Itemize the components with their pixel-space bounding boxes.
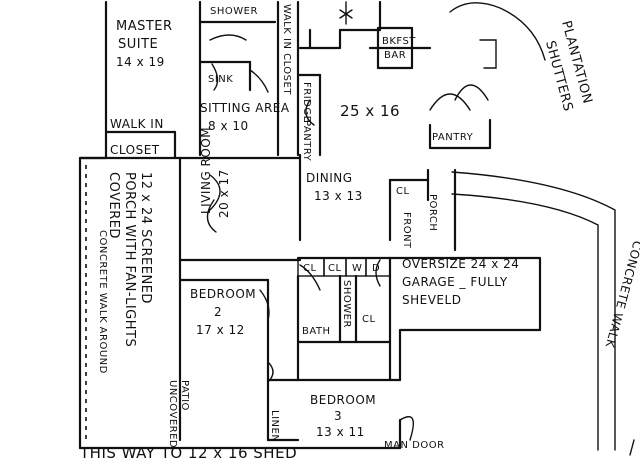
screened-porch-line2: PORCH WITH FAN-LIGHTS (122, 172, 137, 347)
garage-line1: OVERSIZE 24 x 24 (402, 257, 519, 271)
shed-note: THIS WAY TO 12 x 16 SHED (79, 444, 297, 460)
closet-row-d: D (372, 263, 380, 274)
linen-label: LINEN (269, 410, 280, 442)
bedroom2-number: 2 (214, 305, 222, 319)
living-room-label: LIVING ROOM (199, 127, 213, 214)
kitchen-size: 25 x 16 (340, 102, 400, 120)
sitting-area-label: SITTING AREA (200, 101, 290, 115)
screened-porch-line1: 12 x 24 SCREENED (138, 172, 153, 304)
sink-label: SINK (208, 74, 233, 85)
porch-label: PORCH (427, 194, 438, 231)
closet-row-w: W (352, 263, 362, 274)
walk-in-closet-label: WALK IN (110, 117, 164, 131)
shower-label: SHOWER (210, 6, 258, 17)
bath-label: BATH (302, 326, 331, 337)
man-door-label: MAN DOOR (384, 440, 445, 451)
door-swings (206, 1, 635, 456)
walk-in-closet-top-label: WALK IN CLOSET (281, 4, 292, 95)
closet-row-cl-2: CL (328, 263, 342, 274)
garage-line2: GARAGE _ FULLY (402, 275, 508, 289)
closet-row-cl-1: CL (303, 263, 317, 274)
concrete-walk-label: CONCRETE WALK (602, 239, 640, 350)
cl-bath-label: CL (362, 314, 376, 325)
master-suite-label-2: SUITE (118, 37, 158, 52)
garage-line3: SHEVELD (402, 293, 461, 307)
bar-label: BAR (384, 50, 406, 61)
patio-label: PATIO (179, 380, 190, 411)
bedroom3-number: 3 (334, 409, 342, 423)
closet-label: CLOSET (110, 143, 160, 157)
pantry-small-label: PANTRY (301, 120, 312, 162)
room-labels: MASTER SUITE 14 x 19 SHOWER SINK WALK IN… (79, 4, 640, 460)
screened-porch-line3: COVERED (106, 172, 121, 239)
dining-label: DINING (306, 171, 353, 185)
cl-label: CL (396, 186, 410, 197)
bedroom3-label: BEDROOM (310, 393, 376, 407)
walls (78, 0, 542, 450)
sitting-area-size: 8 x 10 (208, 119, 249, 133)
concrete-walk-around-label: CONCRETE WALK AROUND (97, 230, 108, 374)
living-room-size: 20 x 17 (217, 169, 231, 218)
front-label: FRONT (401, 212, 412, 249)
bedroom3-size: 13 x 11 (316, 425, 365, 439)
fridge-label: FRIDGE (301, 82, 312, 122)
pantry-label: PANTRY (432, 132, 474, 143)
bedroom2-size: 17 x 12 (196, 323, 245, 337)
shower-small-label: SHOWER (341, 280, 352, 328)
patio-uncovered-label: UNCOVERED (167, 380, 178, 448)
dining-size: 13 x 13 (314, 189, 363, 203)
bedroom2-label: BEDROOM (190, 287, 256, 301)
master-suite-label: MASTER (116, 19, 173, 34)
master-suite-size: 14 x 19 (116, 55, 165, 69)
bkfst-label: BKFST (382, 36, 416, 47)
